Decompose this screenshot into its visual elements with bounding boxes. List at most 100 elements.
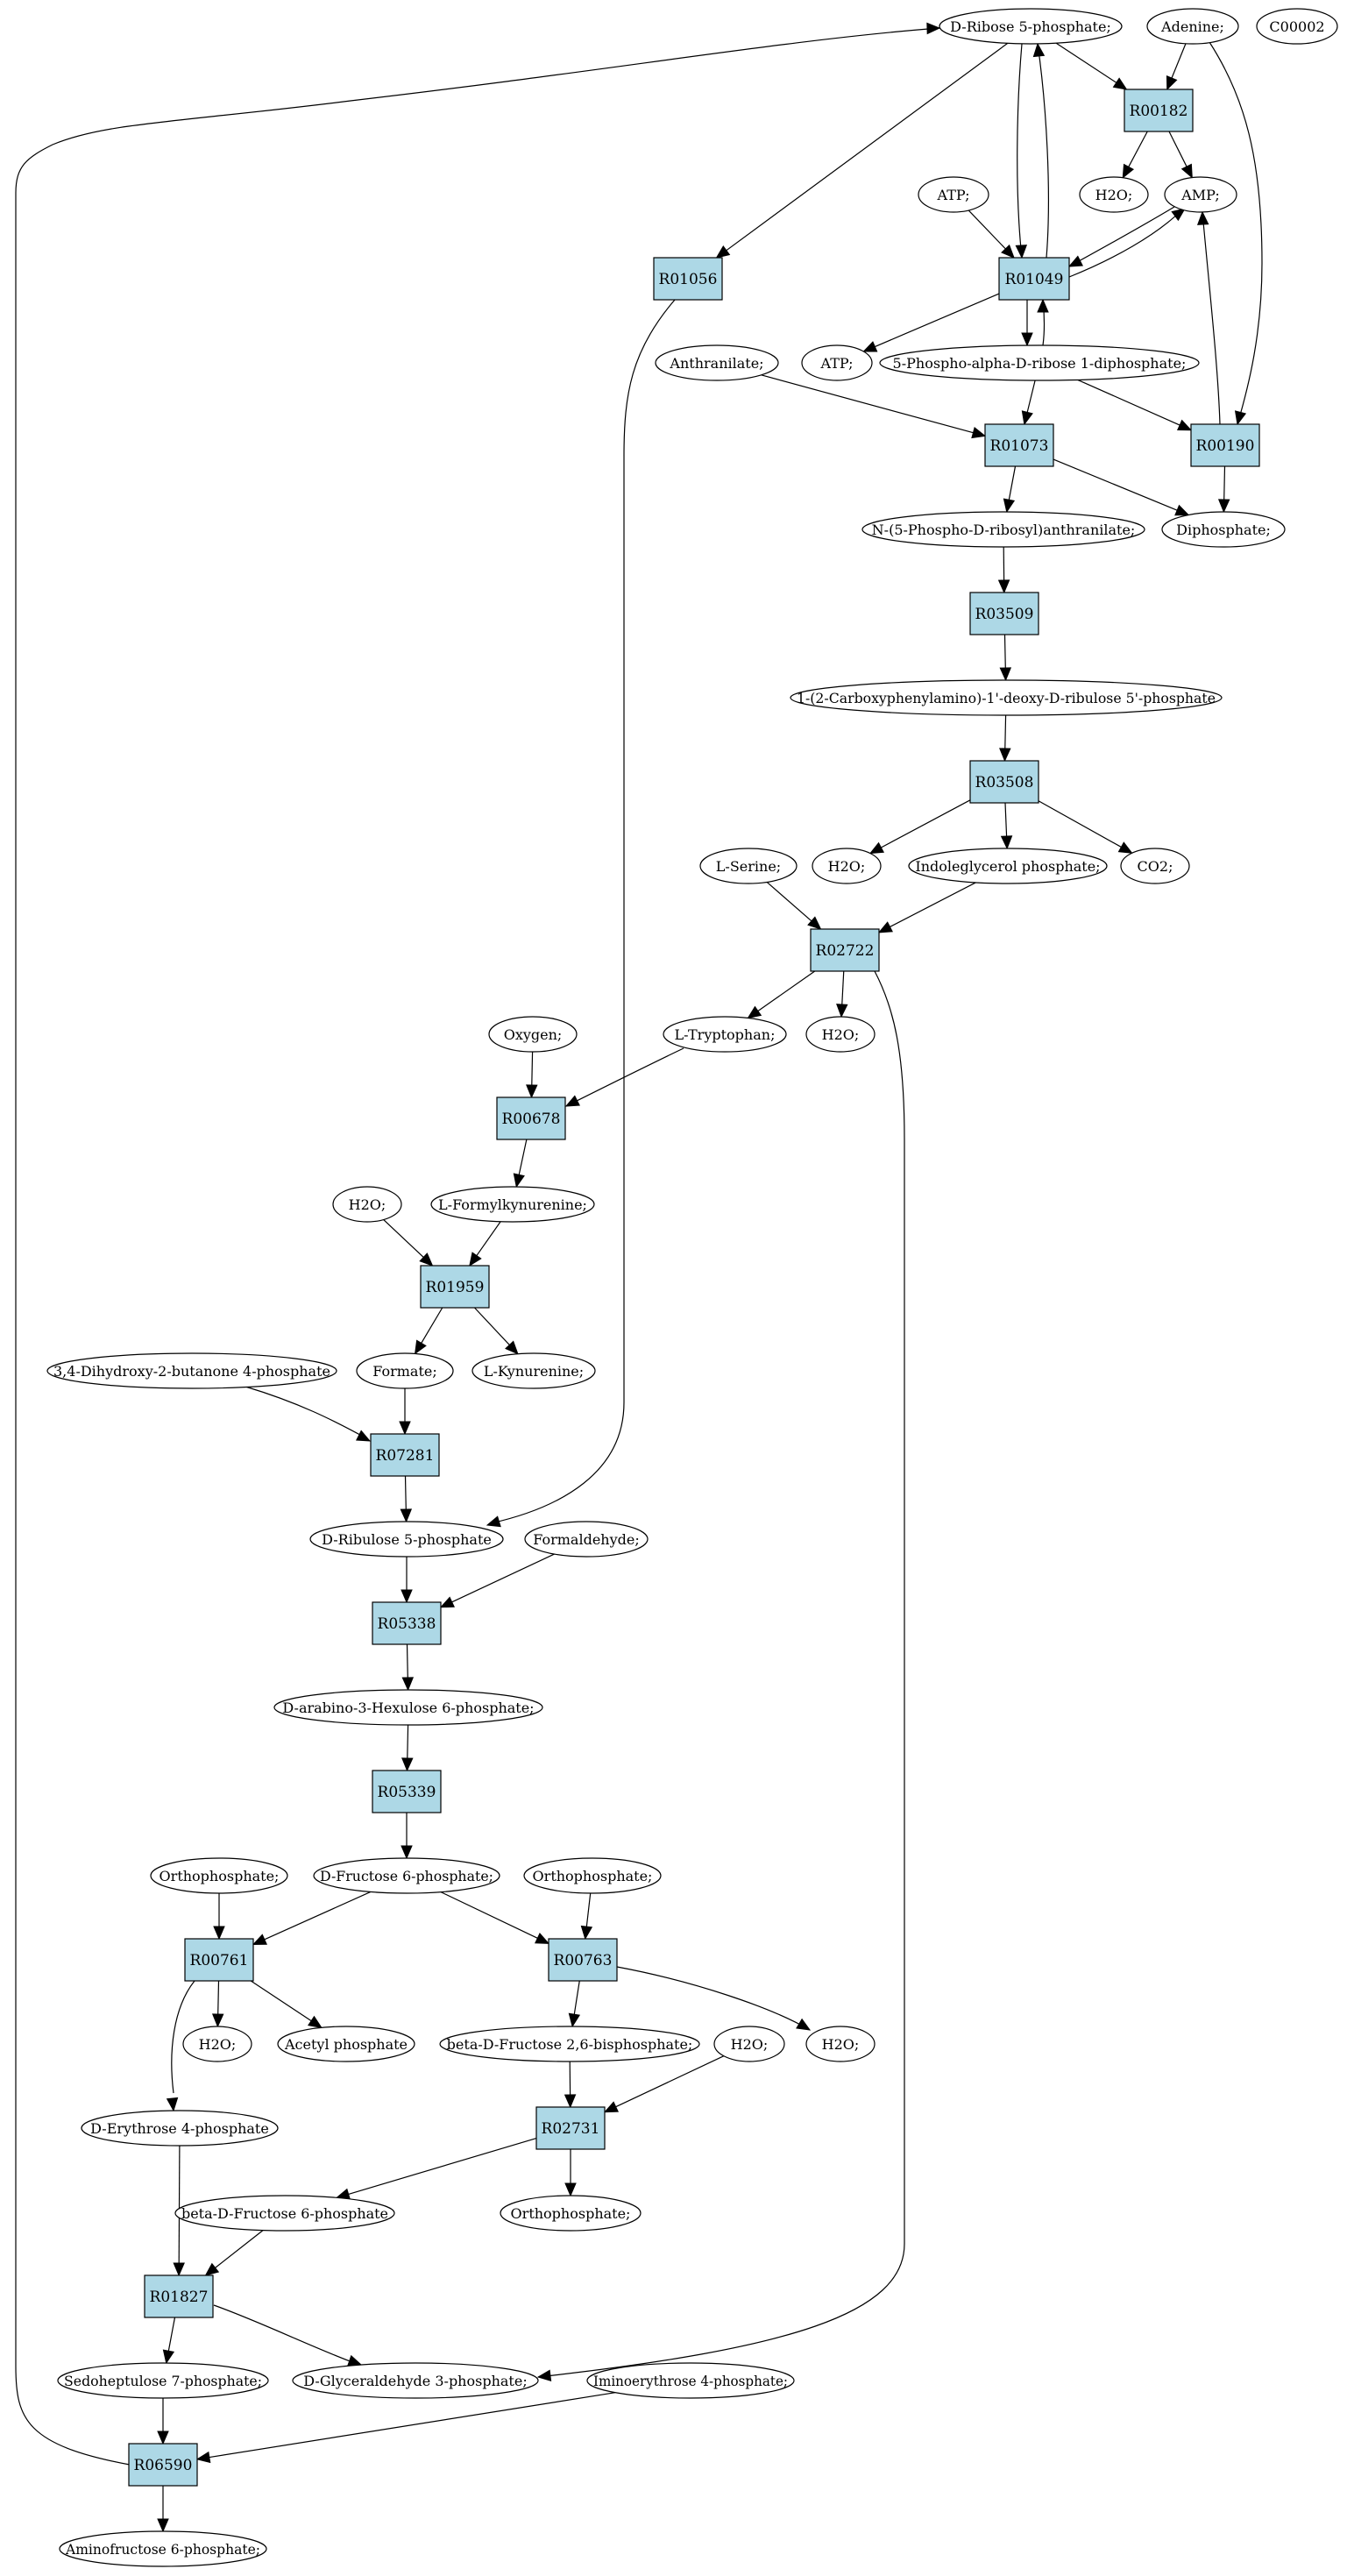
compound-node-amp[interactable]: AMP; [1164, 176, 1237, 213]
reaction-box [144, 2274, 214, 2318]
reaction-node-r00761[interactable]: R00761 [184, 1938, 254, 1982]
compound-node-ortho3[interactable]: Orthophosphate; [500, 2195, 642, 2232]
edge-r_R01056-to-c_dribulose5p-arrowhead [486, 1515, 501, 1528]
compound-node-lkyn[interactable]: L-Kynurenine; [471, 1352, 596, 1389]
node-label: CO2; [1138, 858, 1173, 875]
reaction-node-r03508[interactable]: R03508 [969, 760, 1039, 804]
node-label: D-Ribulose 5-phosphate [322, 1531, 492, 1548]
reaction-node-r01056[interactable]: R01056 [653, 257, 723, 301]
compound-node-igp[interactable]: Indoleglycerol phosphate; [908, 848, 1108, 884]
compound-node-h2o_6[interactable]: H2O; [713, 2026, 785, 2062]
reaction-node-r01049[interactable]: R01049 [998, 257, 1070, 301]
edge-c_prpp-to-r_R01073-arrowhead [1021, 410, 1033, 426]
compound-node-h2o_7[interactable]: H2O; [805, 2026, 876, 2062]
compound-node-atp2[interactable]: ATP; [801, 344, 873, 381]
node-label: Orthophosphate; [533, 1868, 653, 1884]
edge-c_ltrp-to-r_R00678-arrowhead [564, 1095, 580, 1107]
reaction-node-r00190[interactable]: R00190 [1190, 423, 1260, 467]
node-label: 3,4-Dihydroxy-2-butanone 4-phosphate [53, 1363, 330, 1380]
node-label: H2O; [822, 2036, 860, 2053]
compound-node-co2[interactable]: CO2; [1120, 848, 1190, 884]
compound-node-lformylkyn[interactable]: L-Formylkynurenine; [430, 1186, 595, 1223]
compound-node-h2o_4[interactable]: H2O; [332, 1186, 402, 1223]
reaction-node-r06590[interactable]: R06590 [128, 2443, 198, 2487]
compound-node-bf6p[interactable]: beta-D-Fructose 6-phosphate [174, 2195, 395, 2232]
compound-node-h2o_1[interactable]: H2O; [1079, 176, 1149, 213]
node-label: R07281 [376, 1447, 435, 1465]
compound-node-ortho2[interactable]: Orthophosphate; [523, 1857, 662, 1894]
edge-r_R01073-to-c_npra-arrowhead [1003, 498, 1016, 514]
edge-r_R02722-to-c_h2o_3 [841, 970, 845, 1005]
edge-c_lserine-to-r_R02722-arrowhead [807, 916, 822, 930]
node-label: D-Ribose 5-phosphate; [950, 18, 1111, 35]
compound-node-formaldehyde[interactable]: Formaldehyde; [524, 1521, 649, 1558]
reaction-node-r05339[interactable]: R05339 [372, 1770, 442, 1813]
edge-c_prpp-to-r_R00190-arrowhead [1177, 419, 1193, 431]
compound-node-s7p[interactable]: Sedoheptulose 7-phosphate; [57, 2362, 269, 2399]
node-label: C00002 [1269, 18, 1324, 35]
compound-ellipse [918, 176, 989, 213]
compound-ellipse [150, 1857, 288, 1894]
reaction-node-r02731[interactable]: R02731 [535, 2106, 606, 2150]
compound-node-hexulose6p[interactable]: D-arabino-3-Hexulose 6-phosphate; [273, 1689, 543, 1726]
compound-node-ltrp[interactable]: L-Tryptophan; [663, 1016, 787, 1053]
compound-node-acetylp[interactable]: Acetyl phosphate [277, 2026, 415, 2062]
edge-c_amp-to-r_R01049-arrowhead [1067, 255, 1083, 267]
reaction-node-r01959[interactable]: R01959 [420, 1265, 490, 1309]
reaction-node-r00763[interactable]: R00763 [548, 1938, 618, 1982]
compound-node-anthranilate[interactable]: Anthranilate; [655, 344, 779, 381]
compound-node-ortho1[interactable]: Orthophosphate; [150, 1857, 288, 1894]
reaction-box [548, 1938, 618, 1982]
compound-node-dhbp[interactable]: 3,4-Dihydroxy-2-butanone 4-phosphate [46, 1352, 337, 1389]
compound-ellipse [699, 848, 798, 884]
compound-node-lserine[interactable]: L-Serine; [699, 848, 798, 884]
reaction-node-r01073[interactable]: R01073 [984, 423, 1054, 467]
compound-node-prpp[interactable]: 5-Phospho-alpha-D-ribose 1-diphosphate; [879, 344, 1200, 381]
compound-node-aminof6p[interactable]: Aminofructose 6-phosphate; [59, 2530, 267, 2567]
compound-node-dribose5p[interactable]: D-Ribose 5-phosphate; [939, 8, 1123, 45]
node-label: beta-D-Fructose 2,6-bisphosphate; [447, 2036, 693, 2053]
edge-c_igp-to-r_R02722 [890, 882, 976, 927]
compound-node-adenine[interactable]: Adenine; [1146, 8, 1239, 45]
compound-node-c00002[interactable]: C00002 [1256, 8, 1338, 45]
compound-ellipse [805, 1016, 876, 1053]
compound-node-h2o_2[interactable]: H2O; [812, 848, 882, 884]
reaction-node-r05338[interactable]: R05338 [372, 1601, 442, 1645]
reaction-box [998, 257, 1070, 301]
compound-node-npra[interactable]: N-(5-Phospho-D-ribosyl)anthranilate; [861, 511, 1145, 548]
reaction-node-r03509[interactable]: R03509 [969, 592, 1039, 635]
compound-ellipse [500, 2195, 642, 2232]
compound-node-f26bp[interactable]: beta-D-Fructose 2,6-bisphosphate; [439, 2026, 700, 2062]
compound-node-e4p[interactable]: D-Erythrose 4-phosphate [81, 2110, 279, 2147]
compound-node-g3p[interactable]: D-Glyceraldehyde 3-phosphate; [292, 2362, 539, 2399]
compound-ellipse [430, 1186, 595, 1223]
compound-ellipse [524, 1521, 649, 1558]
compound-node-f6p[interactable]: D-Fructose 6-phosphate; [313, 1857, 500, 1894]
edge-r_R00182-to-c_h2o_1-arrowhead [1122, 163, 1135, 179]
reaction-node-r00182[interactable]: R00182 [1124, 89, 1194, 132]
compound-ellipse [1161, 511, 1286, 548]
compound-node-dribulose5p[interactable]: D-Ribulose 5-phosphate [309, 1521, 504, 1558]
edge-c_e4p-to-r_R01827-arrowhead [173, 2262, 185, 2277]
compound-node-iminoe4p[interactable]: Iminoerythrose 4-phosphate; [586, 2362, 795, 2399]
compound-node-cdrp[interactable]: 1-(2-Carboxyphenylamino)-1'-deoxy-D-ribu… [790, 679, 1223, 716]
node-label: R03509 [975, 606, 1034, 623]
reaction-node-r02722[interactable]: R02722 [810, 928, 880, 972]
compound-node-diphosphate[interactable]: Diphosphate; [1161, 511, 1286, 548]
edge-c_ortho2-to-r_R00763-arrowhead [580, 1925, 593, 1941]
compound-node-h2o_5[interactable]: H2O; [182, 2026, 252, 2062]
reaction-node-r00678[interactable]: R00678 [496, 1096, 566, 1140]
node-label: R00761 [190, 1952, 249, 1969]
edge-r_R06590-to-c_dribose5p [15, 27, 940, 2466]
reaction-node-r07281[interactable]: R07281 [370, 1433, 440, 1477]
compound-node-oxygen[interactable]: Oxygen; [488, 1016, 578, 1053]
edges-layer [15, 22, 1263, 2533]
node-label: R02731 [542, 2120, 600, 2138]
edge-r_R01827-to-c_g3p-arrowhead [347, 2354, 363, 2367]
compound-node-h2o_3[interactable]: H2O; [805, 1016, 876, 1053]
edge-c_formate-to-r_R07281-arrowhead [399, 1421, 411, 1436]
reaction-node-r01827[interactable]: R01827 [144, 2274, 214, 2318]
compound-node-atp1[interactable]: ATP; [918, 176, 989, 213]
node-label: AMP; [1180, 187, 1220, 203]
compound-node-formate[interactable]: Formate; [356, 1352, 454, 1389]
